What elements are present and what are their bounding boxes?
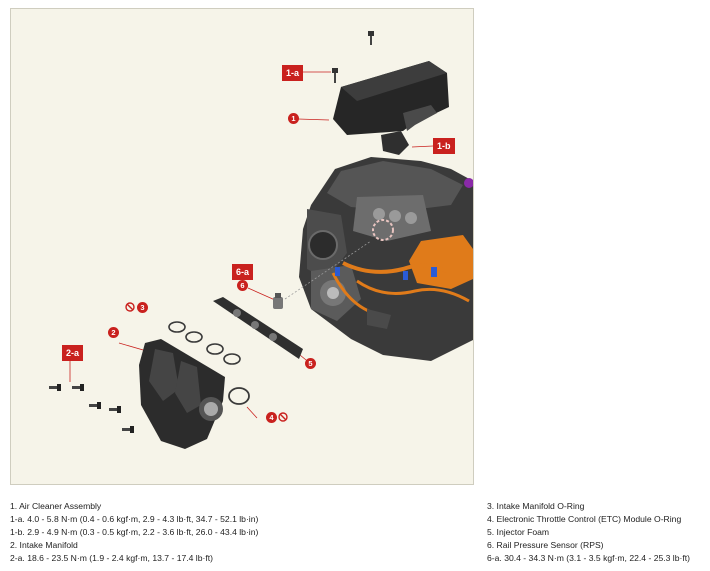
air-cleaner-assembly	[333, 61, 449, 155]
callout-1b: 1-b	[433, 138, 455, 154]
manifold-bolts	[49, 384, 134, 433]
callout-6a: 6-a	[232, 264, 254, 280]
legend-left: 1. Air Cleaner Assembly 1-a. 4.0 - 5.8 N…	[10, 500, 258, 565]
legend-item: 2-a. 18.6 - 23.5 N·m (1.9 - 2.4 kgf·m, 1…	[10, 553, 213, 564]
legend-right: 3. Intake Manifold O-Ring 4. Electronic …	[487, 500, 690, 565]
legend-item: 4. Electronic Throttle Control (ETC) Mod…	[487, 514, 682, 525]
exploded-diagram	[49, 31, 473, 449]
bolt-top	[368, 31, 374, 45]
callout-4: 4	[266, 412, 277, 423]
callout-5: 5	[305, 358, 316, 369]
callout-3: 3	[137, 302, 148, 313]
intake-manifold-o-rings-lower	[206, 343, 241, 365]
etc-module-o-ring	[228, 387, 250, 405]
exploded-view-figure: 1-a 1 1-b 6-a 6 3 2 2-a 5 4	[10, 8, 474, 485]
engine-assembly	[299, 157, 473, 361]
do-not-reuse-icon	[278, 412, 288, 422]
callout-1a: 1-a	[282, 65, 304, 81]
legend-item: 6-a. 30.4 - 34.3 N·m (3.1 - 3.5 kgf·m, 2…	[487, 553, 690, 564]
legend-item: 1-b. 2.9 - 4.9 N·m (0.3 - 0.5 kgf·m, 2.2…	[10, 527, 259, 538]
callout-6: 6	[237, 280, 248, 291]
intake-manifold	[139, 339, 225, 449]
callout-1: 1	[288, 113, 299, 124]
legend-item: 5. Injector Foam	[487, 527, 550, 538]
legend-item: 1. Air Cleaner Assembly	[10, 501, 102, 511]
intake-manifold-o-rings-upper	[168, 321, 203, 343]
bolt-1a	[332, 68, 338, 83]
legend-item: 6. Rail Pressure Sensor (RPS)	[487, 540, 604, 551]
callout-2a: 2-a	[62, 345, 84, 361]
legend-item: 1-a. 4.0 - 5.8 N·m (0.4 - 0.6 kgf·m, 2.9…	[10, 514, 259, 525]
legend-item: 2. Intake Manifold	[10, 540, 78, 551]
legend-item: 3. Intake Manifold O-Ring	[487, 501, 585, 511]
callout-2: 2	[108, 327, 119, 338]
rail-pressure-sensor	[273, 293, 283, 309]
injector-foam	[213, 297, 303, 359]
do-not-reuse-icon	[125, 302, 135, 312]
